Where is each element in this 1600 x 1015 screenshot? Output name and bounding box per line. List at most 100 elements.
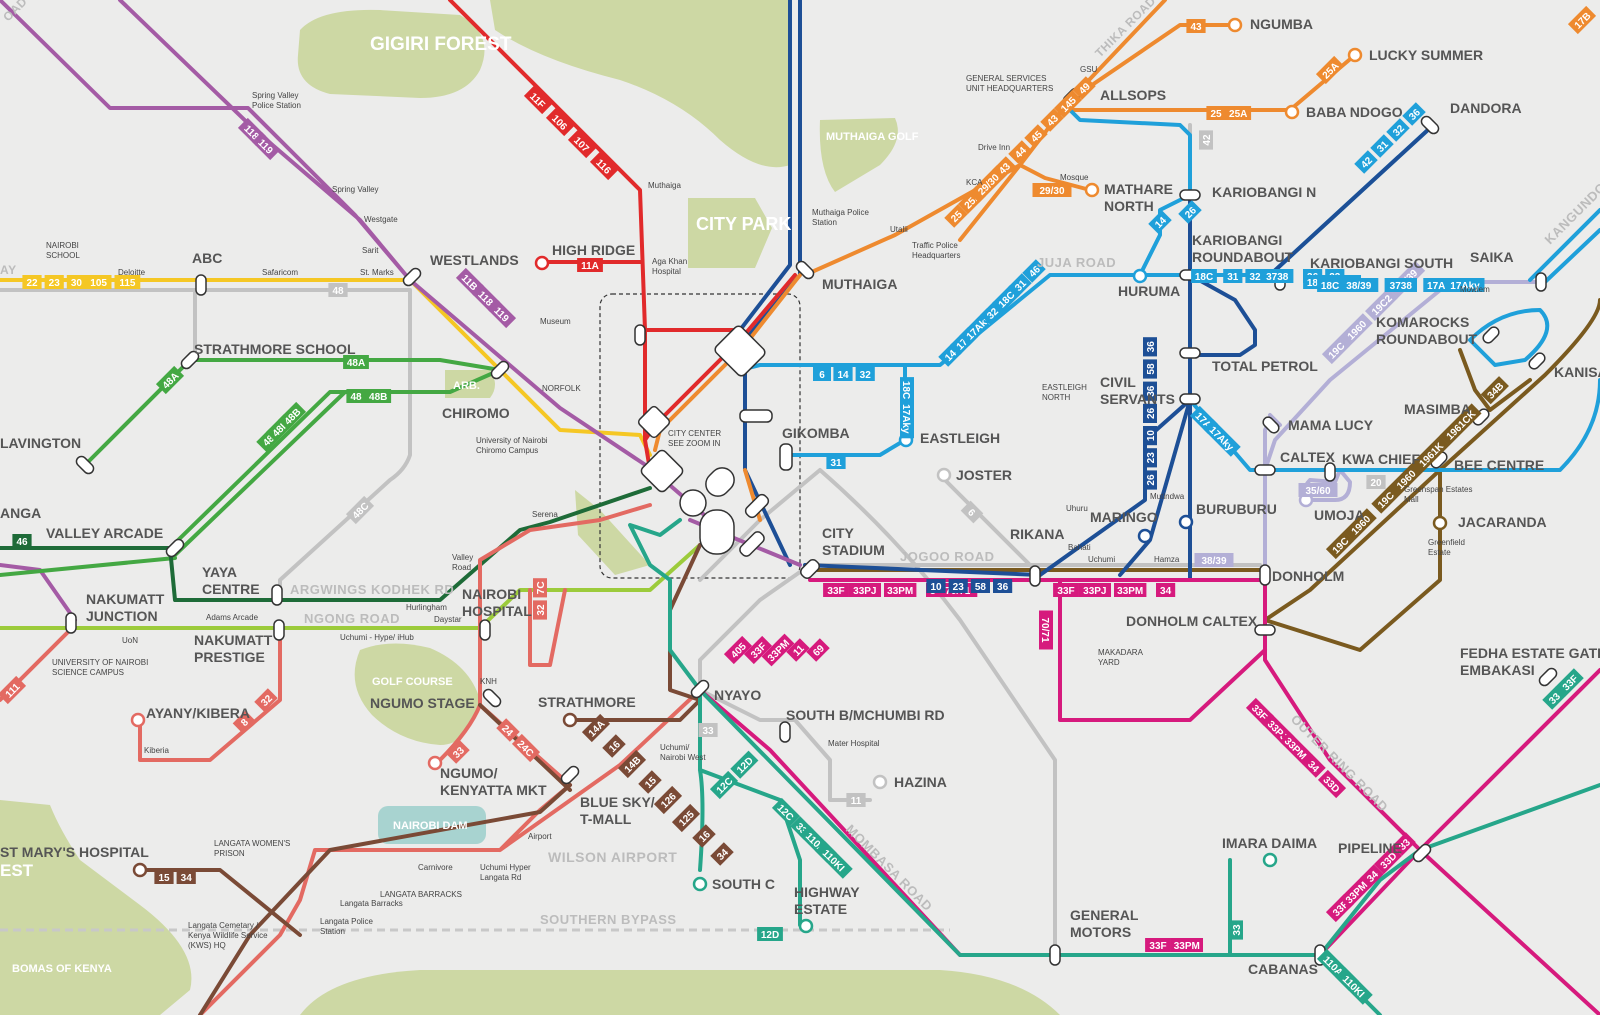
route-badge-6: 6: [813, 367, 831, 381]
station-label-cabanas: CABANAS: [1248, 961, 1318, 977]
capsule-nakumatt-junction: [65, 612, 77, 634]
capsule-cc7: [699, 509, 735, 555]
capsule-blue-sky: [560, 765, 580, 785]
route-badge-106: 106: [545, 107, 575, 137]
svg-text:48A: 48A: [347, 358, 365, 369]
station-label-valley-arcade: VALLEY ARCADE: [46, 525, 163, 541]
capsule-cc8: [744, 493, 770, 519]
station-label-south-b-mchumbi-rd: SOUTH B/MCHUMBI RD: [786, 707, 945, 723]
svg-text:70/71: 70/71: [1039, 617, 1050, 642]
park-label-muthaiga-golf: MUTHAIGA GOLF: [826, 131, 919, 143]
station-label-rikana: RIKANA: [1010, 526, 1064, 542]
svg-text:32: 32: [536, 604, 547, 616]
golf-course-area: [354, 643, 480, 745]
small-label-mutindwa: Mutindwa: [1150, 492, 1185, 501]
svg-text:3738: 3738: [1266, 272, 1289, 283]
park-label-est: EST: [0, 861, 34, 880]
svg-text:42: 42: [1202, 134, 1213, 146]
route-badge-20: 20: [1366, 475, 1386, 489]
route-badge-16: 16: [602, 734, 626, 758]
route-badge-26: 26: [1143, 470, 1157, 490]
station-label-strathmore-school: STRATHMORE SCHOOL: [194, 341, 356, 357]
route-badge-107: 107: [567, 129, 597, 159]
route-badge-17aky: 17Aky: [1203, 419, 1241, 457]
svg-text:7C: 7C: [536, 581, 547, 594]
small-label-mowlem: Mowlem: [1460, 285, 1490, 294]
station-label-maringo: MARINGO: [1090, 509, 1158, 525]
svg-text:3738: 3738: [1390, 281, 1413, 292]
route-badge-10: 10: [926, 579, 946, 593]
route-badge-15: 15: [154, 870, 174, 884]
station-dot-mathare: [1084, 182, 1100, 198]
route-badge-33f: 33F: [823, 583, 849, 597]
station-label-kariobangi-n: KARIOBANGI N: [1212, 184, 1316, 200]
route-badge-3738: 3738: [1261, 269, 1294, 283]
svg-text:15: 15: [158, 873, 170, 884]
station-label-high-ridge: HIGH RIDGE: [552, 242, 635, 258]
line-salmon-main: [0, 503, 702, 1015]
small-label-uchumi-hype-ihub: Uchumi - Hype/ iHub: [340, 633, 414, 642]
svg-text:48B: 48B: [369, 392, 387, 403]
route-badge-125: 125: [671, 803, 701, 833]
route-badge-36: 36: [1143, 381, 1157, 401]
route-badge-48: 48: [346, 389, 366, 403]
route-badge-17aky: 17Aky: [900, 399, 914, 439]
line-yellow: [0, 278, 652, 457]
svg-text:23: 23: [1146, 452, 1157, 464]
station-label-muthaiga: MUTHAIGA: [822, 276, 897, 292]
capsule-stadium: [800, 559, 820, 579]
park-label-city-park: CITY PARK: [696, 214, 791, 234]
station-dot-hazina: [872, 774, 888, 790]
capsule-donholm: [1259, 564, 1271, 586]
park-label-bomas: BOMAS OF KENYA: [12, 963, 112, 975]
line-orange: [803, 0, 1357, 277]
station-dot-maringo: [1137, 528, 1153, 544]
station-label-chiromo: CHIROMO: [442, 405, 510, 421]
route-badge-7c: 7C: [533, 578, 547, 598]
capsule-cc9: [739, 531, 765, 557]
station-label-anga: ANGA: [0, 505, 41, 521]
route-badge-45: 45: [1024, 124, 1048, 148]
station-label-ayany-kibera: AYANY/KIBERA: [146, 705, 250, 721]
station-label-mama-lucy: MAMA LUCY: [1288, 417, 1374, 433]
station-label-pipeline: PIPELINE: [1338, 840, 1402, 856]
station-dot-ayany: [130, 712, 146, 728]
station-dot-ngumba: [1227, 17, 1243, 33]
line-lime: [0, 543, 702, 630]
svg-text:34: 34: [181, 873, 193, 884]
route-badge-48: 48: [328, 283, 348, 297]
road-label-jogoo: JOGOO ROAD: [900, 549, 995, 564]
svg-text:31: 31: [1227, 272, 1239, 283]
park-label-arb: ARB.: [453, 380, 480, 392]
road-label-southern-bypass: SOUTHERN BYPASS: [540, 912, 677, 927]
small-label-mosque: Mosque: [1060, 173, 1089, 182]
station-dot-high-ridge: [534, 255, 550, 271]
small-label-langata-barracks: LANGATA BARRACKS: [380, 890, 462, 899]
svg-text:36: 36: [1146, 341, 1157, 353]
capsule-nairobi-hosp: [479, 619, 491, 641]
route-badge-46: 46: [12, 534, 32, 548]
capsule-hazina-link: [634, 324, 646, 346]
route-badge-33pm: 33PM: [1114, 583, 1147, 597]
svg-text:25: 25: [1210, 109, 1222, 120]
station-dot-strathmore: [562, 712, 578, 728]
station-label-caltex: CALTEX: [1280, 449, 1336, 465]
route-badge-11: 11: [846, 793, 866, 807]
station-label-kwa-chief: KWA CHIEF: [1342, 451, 1420, 467]
svg-text:58: 58: [1146, 363, 1157, 375]
route-badge-18c: 18C: [1191, 269, 1217, 283]
route-badge-58: 58: [1143, 359, 1157, 379]
route-badge-15: 15: [638, 770, 662, 794]
station-dot-stmarys: [132, 862, 148, 878]
station-dot-ngumo: [427, 755, 443, 771]
svg-text:18C: 18C: [1321, 281, 1339, 292]
station-dot-lucky-summer: [1347, 47, 1363, 63]
svg-text:11: 11: [851, 796, 862, 807]
small-label-uhuru: Uhuru: [1066, 504, 1088, 513]
